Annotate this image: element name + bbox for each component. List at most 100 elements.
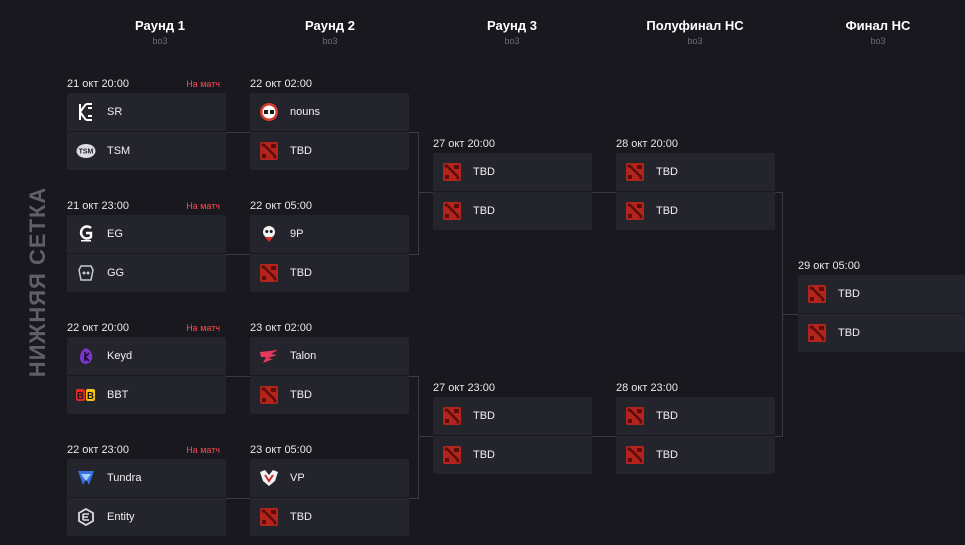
team-row[interactable]: TBD [433,435,592,474]
match-card[interactable]: 22 окт 02:00 nouns TBD [250,76,409,170]
bracket-connector [226,376,250,377]
match-link[interactable]: На матч [186,323,220,333]
team-row[interactable]: TBD [616,153,775,191]
match-date: 22 окт 05:00 [250,200,312,212]
team-row[interactable]: GG [67,253,226,292]
bracket-connector [409,498,418,499]
svg-text:TSM: TSM [79,149,94,156]
dota-logo-icon [259,507,279,527]
dota-logo-icon [259,385,279,405]
team-row[interactable]: Talon [250,337,409,375]
tsm-logo-icon: TSM [76,141,96,161]
svg-text:B: B [77,391,84,402]
team-row[interactable]: TBD [250,375,409,414]
match-link[interactable]: На матч [186,445,220,455]
dota-logo-icon [259,263,279,283]
team-row[interactable]: TBD [250,131,409,170]
entity-logo-icon [76,507,96,527]
team-row[interactable]: TBD [616,397,775,435]
team-row[interactable]: TSM TSM [67,131,226,170]
match-card[interactable]: 23 окт 02:00 Talon TBD [250,320,409,414]
match-card[interactable]: 22 окт 23:00 На матч Tundra Entity [67,442,226,536]
team-row[interactable]: TBD [616,435,775,474]
match-date: 22 окт 23:00 [67,444,129,456]
match-date: 27 окт 23:00 [433,382,495,394]
match-date: 23 окт 05:00 [250,444,312,456]
match-link[interactable]: На матч [186,201,220,211]
dota-logo-icon [625,406,645,426]
team-name: TBD [656,166,678,178]
dota-logo-icon [442,445,462,465]
dota-logo-icon [625,201,645,221]
match-link[interactable]: На матч [186,79,220,89]
team-name: TBD [656,205,678,217]
match-card[interactable]: 22 окт 05:00 9P TBD [250,198,409,292]
team-name: Tundra [107,472,142,484]
team-row[interactable]: TBD [798,313,965,352]
match-date: 28 окт 23:00 [616,382,678,394]
round-title: Раунд 2 [305,18,355,33]
match-card[interactable]: 27 окт 23:00 TBD TBD [433,380,592,474]
match-card[interactable]: 23 окт 05:00 VP TBD [250,442,409,536]
match-date: 21 окт 20:00 [67,78,129,90]
team-name: Keyd [107,350,133,362]
team-row[interactable]: TBD [433,153,592,191]
bracket-connector [226,254,250,255]
team-row[interactable]: EG [67,215,226,253]
dota-logo-icon [442,162,462,182]
match-card[interactable]: 29 окт 05:00 TBD TBD [798,258,965,352]
bracket-connector [409,254,418,255]
match-date: 22 окт 02:00 [250,78,312,90]
team-row[interactable]: Keyd [67,337,226,375]
bracket-connector [782,314,798,315]
team-name: 9P [290,228,304,240]
round-title: Раунд 3 [487,18,537,33]
team-row[interactable]: TBD [798,275,965,313]
team-row[interactable]: TBD [433,191,592,230]
match-date: 29 окт 05:00 [798,260,860,272]
match-date: 28 окт 20:00 [616,138,678,150]
team-row[interactable]: TBD [250,497,409,536]
team-row[interactable]: VP [250,459,409,497]
round-title: Раунд 1 [135,18,185,33]
dota-logo-icon [807,323,827,343]
team-row[interactable]: TBD [250,253,409,292]
round-format: bo3 [152,36,168,46]
team-name: TBD [656,410,678,422]
team-row[interactable]: TBD [616,191,775,230]
round-header-4: Полуфинал НС bo3 [615,18,775,46]
bracket-connector [775,192,783,193]
dota-logo-icon [442,201,462,221]
round-header-2: Раунд 2 bo3 [250,18,410,46]
tundra-logo-icon [76,468,96,488]
sr-logo-icon [76,102,96,122]
match-card[interactable]: 28 окт 23:00 TBD TBD [616,380,775,474]
dota-logo-icon [442,406,462,426]
team-name: TBD [838,288,860,300]
bracket-connector [418,376,419,499]
team-row[interactable]: TBD [433,397,592,435]
bracket-connector [418,436,433,437]
team-name: TBD [838,327,860,339]
team-row[interactable]: Tundra [67,459,226,497]
team-row[interactable]: 9P [250,215,409,253]
team-row[interactable]: Entity [67,497,226,536]
dota-logo-icon [807,284,827,304]
bracket-connector [226,498,250,499]
round-title: Полуфинал НС [646,18,744,33]
match-card[interactable]: 28 окт 20:00 TBD TBD [616,136,775,230]
match-card[interactable]: 21 окт 23:00 На матч EG GG [67,198,226,292]
match-card[interactable]: 21 окт 20:00 На матч SR TSM TSM [67,76,226,170]
team-name: TBD [473,166,495,178]
team-name: TBD [473,410,495,422]
round-format: bo3 [687,36,703,46]
bracket-connector [592,436,616,437]
bracket-connector [409,132,418,133]
match-card[interactable]: 27 окт 20:00 TBD TBD [433,136,592,230]
vp-logo-icon [259,468,279,488]
team-row[interactable]: nouns [250,93,409,131]
team-row[interactable]: SR [67,93,226,131]
